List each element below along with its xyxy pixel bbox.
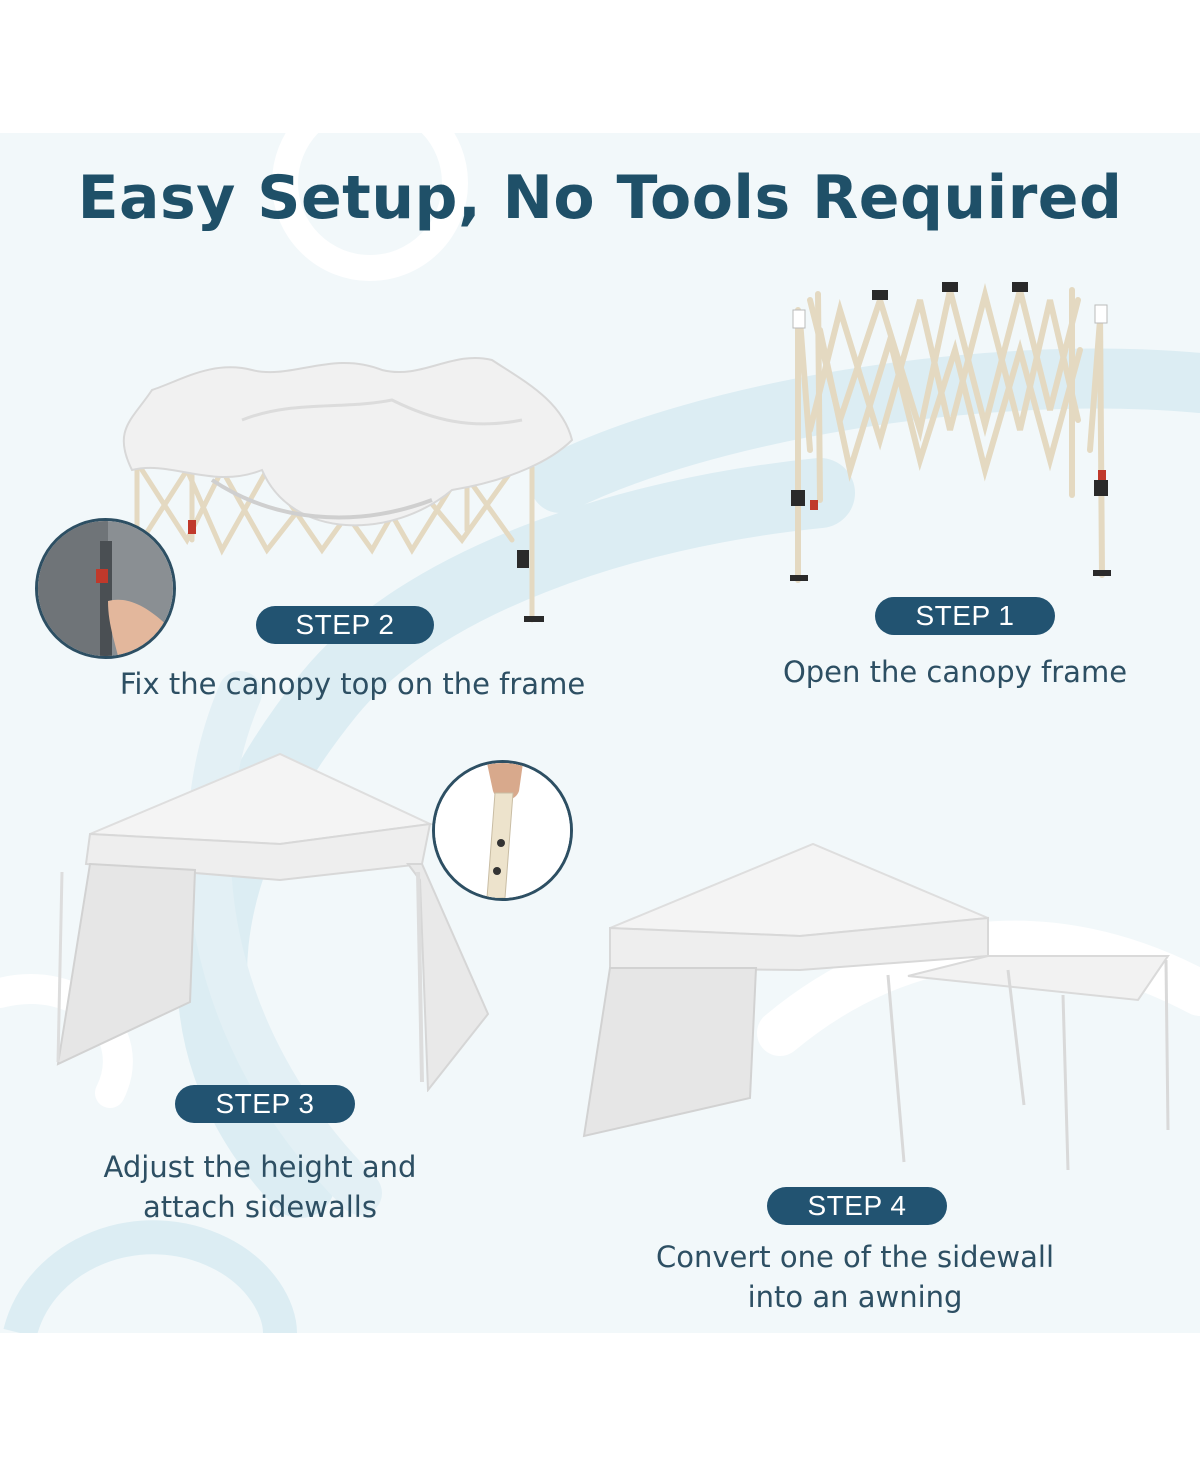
step-4-caption-line-1: Convert one of the sidewall: [655, 1240, 1055, 1274]
tent-with-sidewalls-illustration: [56, 752, 490, 1092]
step-2-caption: Fix the canopy top on the frame: [119, 667, 586, 701]
step-4-badge: STEP 4: [767, 1187, 947, 1225]
step-4-caption-line-2: into an awning: [747, 1280, 963, 1314]
open-frame-illustration: [790, 282, 1111, 583]
step-3-caption: Adjust the height and attach sidewalls: [40, 1147, 480, 1227]
page-title: Easy Setup, No Tools Required: [77, 163, 1123, 233]
step-1-badge: STEP 1: [875, 597, 1055, 635]
step-2-badge: STEP 2: [256, 606, 434, 644]
step-3-badge: STEP 3: [175, 1085, 355, 1123]
canopy-attach-detail-inset: [35, 518, 176, 659]
step-3-caption-line-2: attach sidewalls: [143, 1190, 377, 1224]
step-1-caption: Open the canopy frame: [782, 655, 1128, 689]
step-4-caption: Convert one of the sidewall into an awni…: [620, 1237, 1090, 1317]
canopy-on-frame-illustration: [122, 356, 574, 623]
step-3-caption-line-1: Adjust the height and: [103, 1150, 417, 1184]
tent-with-awning-illustration: [582, 842, 1170, 1170]
height-adjust-detail-inset: [432, 760, 573, 901]
